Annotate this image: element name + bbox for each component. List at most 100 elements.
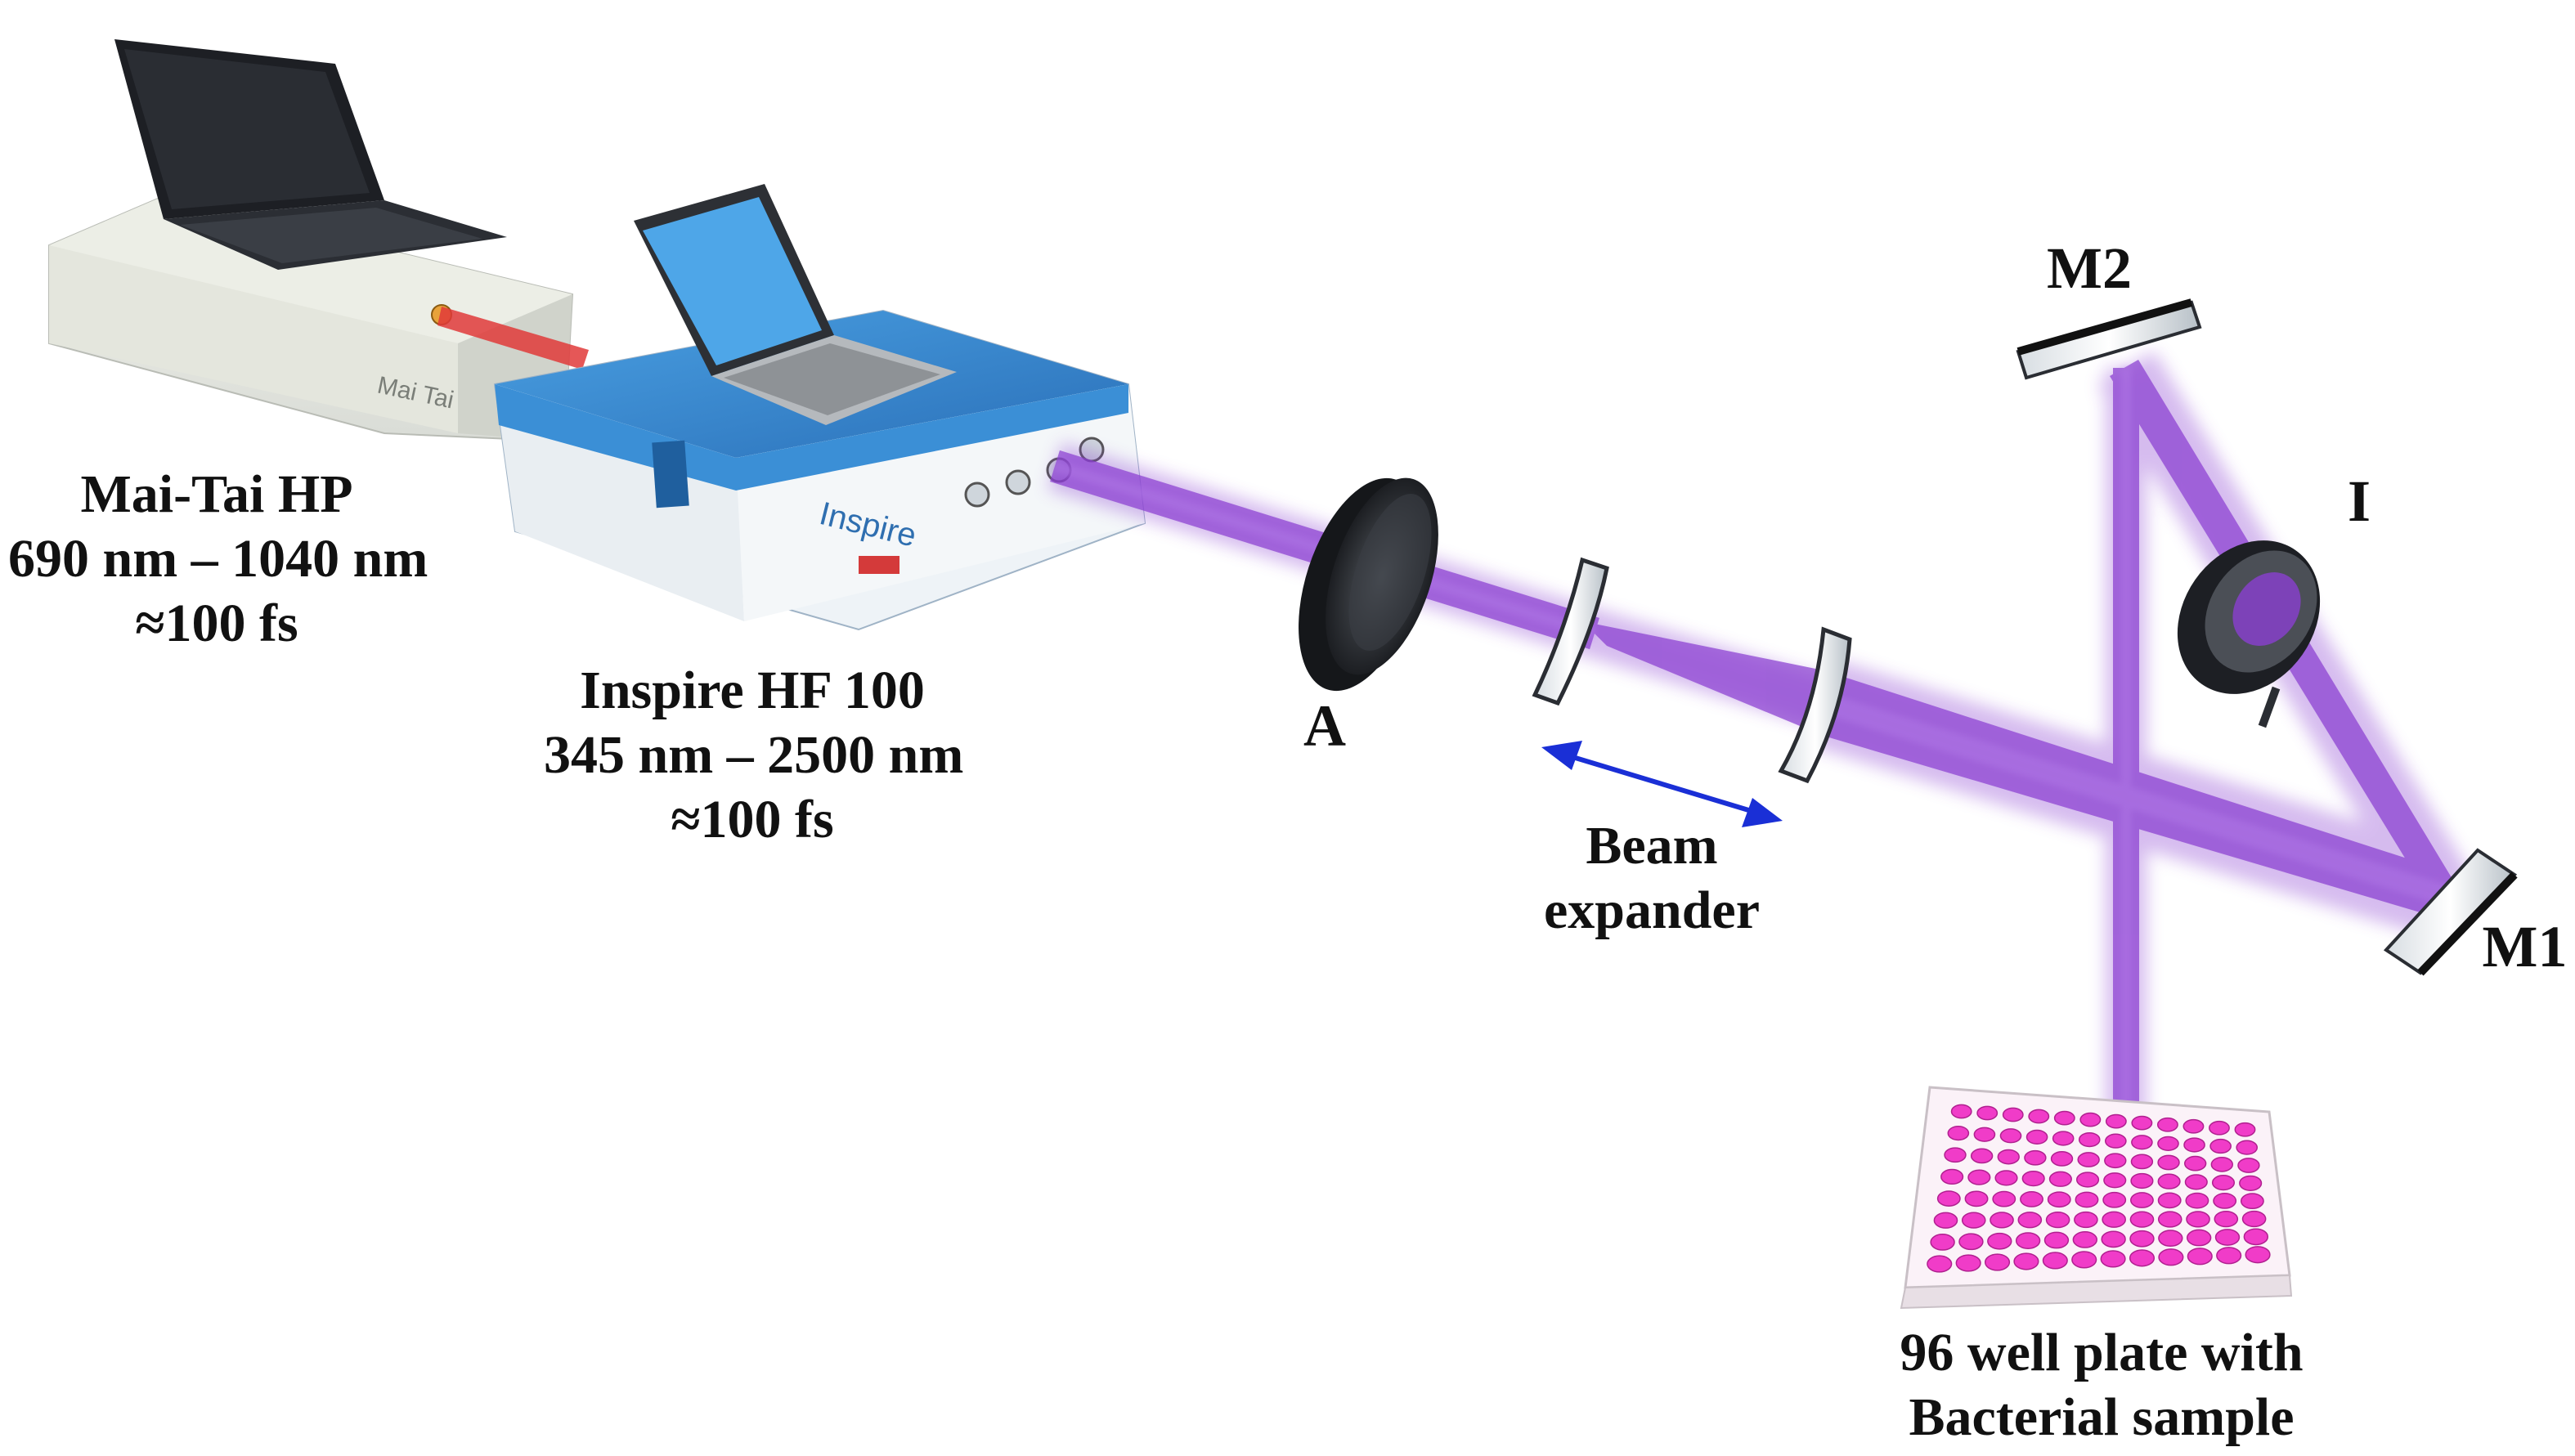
beam-expander-label: Beam expander	[1517, 813, 1787, 943]
well	[1992, 1190, 2016, 1207]
plate-line1: 96 well plate with	[1900, 1323, 2304, 1382]
well	[2185, 1192, 2209, 1209]
well	[1930, 1234, 1955, 1251]
well	[2130, 1154, 2154, 1170]
well	[2047, 1191, 2071, 1208]
well	[2020, 1191, 2043, 1207]
laptop-icon	[114, 39, 507, 270]
well	[1970, 1148, 1994, 1164]
well	[2157, 1173, 2181, 1189]
well	[2158, 1230, 2183, 1248]
well	[2234, 1122, 2256, 1137]
well	[2129, 1230, 2155, 1248]
well	[2105, 1113, 2127, 1129]
well	[2105, 1133, 2127, 1149]
well	[2240, 1193, 2264, 1210]
well	[2182, 1118, 2205, 1134]
well	[2013, 1252, 2039, 1270]
well	[2002, 1107, 2024, 1122]
well	[2241, 1210, 2267, 1228]
well	[2028, 1109, 2050, 1124]
well	[2103, 1172, 2127, 1189]
well	[1944, 1147, 1967, 1163]
beam-expander-lens-2	[1778, 626, 1852, 784]
well	[2184, 1174, 2208, 1190]
well	[1947, 1125, 1970, 1141]
well	[2130, 1192, 2154, 1208]
well	[2079, 1112, 2102, 1127]
well	[2076, 1172, 2100, 1188]
well	[2048, 1171, 2072, 1187]
well	[1999, 1128, 2022, 1144]
well	[1987, 1232, 2012, 1250]
laser-beam-path	[1047, 351, 2474, 1161]
well	[2050, 1151, 2074, 1167]
well	[2183, 1155, 2207, 1172]
well	[1940, 1168, 1964, 1185]
beam-expander-arrow	[1541, 741, 1783, 827]
well	[1994, 1170, 2018, 1186]
well	[2130, 1172, 2154, 1189]
well	[2015, 1232, 2041, 1249]
well	[2187, 1248, 2213, 1266]
well	[2236, 1140, 2259, 1155]
laptop-icon	[634, 184, 957, 425]
well	[2129, 1211, 2155, 1228]
well	[1950, 1104, 1972, 1119]
well	[2237, 1158, 2260, 1173]
input-beam	[437, 307, 589, 370]
well	[1964, 1190, 1989, 1207]
well	[2101, 1230, 2126, 1248]
mirror-m1-label: M1	[2482, 914, 2568, 979]
well	[2129, 1249, 2156, 1267]
well	[2053, 1110, 2075, 1126]
well	[1997, 1149, 2020, 1165]
well	[2157, 1136, 2179, 1151]
well	[2213, 1193, 2237, 1209]
well	[1933, 1212, 1958, 1229]
well	[2043, 1231, 2070, 1249]
well	[2157, 1154, 2180, 1171]
well	[2239, 1175, 2263, 1191]
well	[2157, 1192, 2182, 1209]
well	[2211, 1174, 2236, 1191]
iris-label: I	[2347, 468, 2371, 534]
well	[2017, 1212, 2043, 1229]
beam-expander-lens-1	[1532, 557, 1609, 706]
well	[2024, 1149, 2047, 1166]
beam-expander-line1: Beam	[1586, 816, 1718, 876]
attenuator	[1299, 477, 1438, 692]
well	[2021, 1170, 2045, 1187]
well	[1976, 1105, 1999, 1121]
mai-tai-name: Mai-Tai HP	[80, 464, 353, 524]
well	[1936, 1190, 1961, 1207]
mirror-m1	[2383, 848, 2518, 976]
well	[1984, 1253, 2011, 1271]
well	[2045, 1211, 2070, 1229]
mai-tai-label: Mai-Tai HP 690 nm – 1040 nm ≈100 fs	[8, 462, 428, 656]
well	[2214, 1229, 2241, 1246]
well	[1961, 1212, 1986, 1229]
inspire-name: Inspire HF 100	[580, 661, 925, 720]
well-plate	[1900, 1086, 2293, 1310]
well	[2157, 1211, 2182, 1228]
well	[2075, 1191, 2099, 1208]
well	[2071, 1251, 2097, 1269]
mirror-m2	[2016, 298, 2202, 380]
well	[2209, 1120, 2230, 1136]
attenuator-label: A	[1303, 693, 1346, 759]
well	[2183, 1137, 2205, 1153]
well	[2158, 1248, 2184, 1266]
plate-label: 96 well plate with Bacterial sample	[1873, 1320, 2331, 1449]
well	[1958, 1233, 1984, 1251]
mai-tai-pulse: ≈100 fs	[135, 594, 298, 654]
well	[2072, 1231, 2097, 1248]
well	[2245, 1246, 2271, 1264]
well	[2131, 1115, 2153, 1131]
well	[2216, 1247, 2242, 1265]
beam-expander-line2: expander	[1544, 880, 1760, 941]
well	[2052, 1131, 2075, 1146]
well	[2243, 1228, 2269, 1246]
